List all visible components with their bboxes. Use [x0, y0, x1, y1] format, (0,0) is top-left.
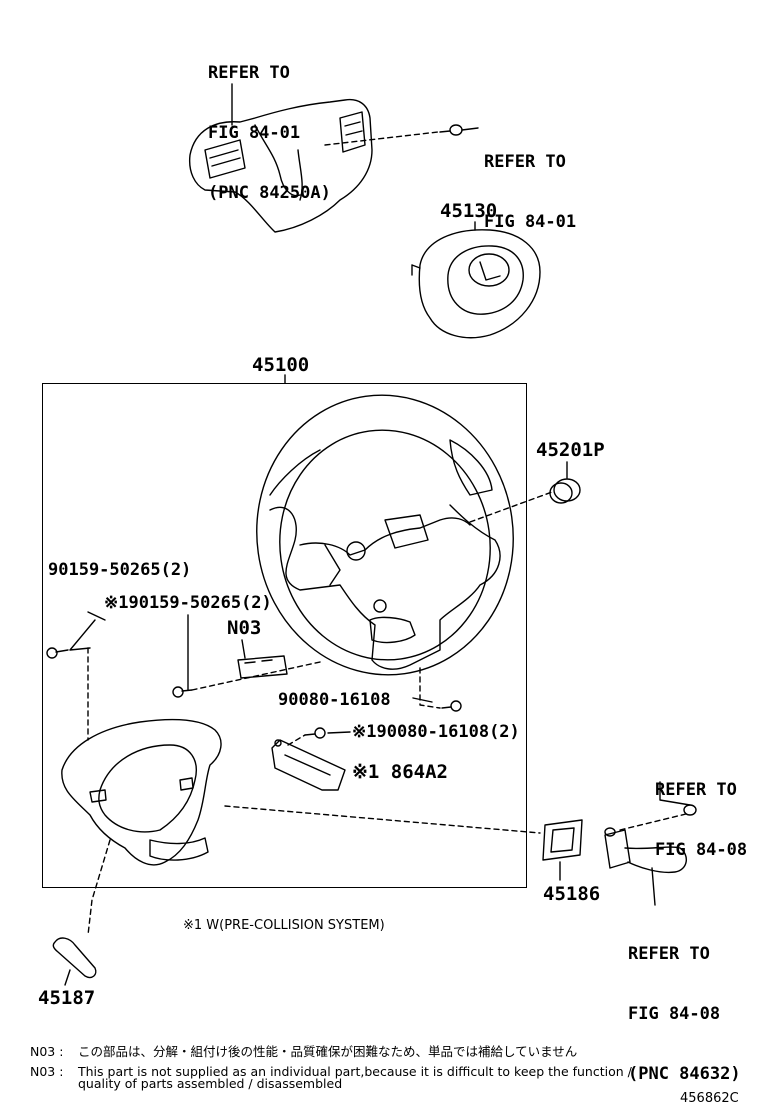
lower-spoke-cover-drawing: [61, 718, 222, 866]
fig-line: FIG 84-01: [484, 212, 577, 232]
part-number-90159-b[interactable]: ※190159-50265(2): [104, 593, 272, 613]
trim-45187-drawing: [52, 937, 97, 979]
part-number-45201P[interactable]: 45201P: [536, 439, 605, 461]
paddle-switch-drawing: [604, 827, 687, 874]
refer-label-top-right: REFER TO FIG 84-01: [484, 112, 576, 252]
part-number-90080-a[interactable]: 90080-16108: [278, 690, 391, 710]
fig-line: FIG 84-01: [208, 123, 301, 143]
connector-N03-drawing: [237, 655, 288, 679]
part-number-45100[interactable]: 45100: [252, 354, 310, 376]
part-number-45186[interactable]: 45186: [543, 883, 601, 905]
steering-wheel-drawing: [256, 394, 514, 676]
note-en-line-1: This part is not supplied as an individu…: [78, 1064, 632, 1079]
screw-90080-a-drawing: [441, 700, 462, 712]
refer-line: REFER TO: [628, 944, 710, 964]
assembly-frame: [42, 383, 527, 888]
refer-line: REFER TO: [655, 780, 737, 800]
note-en-line-2: quality of parts assembled / disassemble…: [78, 1076, 343, 1091]
refer-line: REFER TO: [484, 152, 566, 172]
pnc-line: (PNC 84250A): [208, 183, 331, 203]
switch-45186-drawing: [542, 819, 583, 861]
screw-90080-b-drawing: [304, 727, 326, 739]
pnc-line: (PNC 84632): [628, 1064, 741, 1084]
screw-90159-b-drawing: [172, 686, 193, 698]
note-en-key: N03 :: [30, 1064, 64, 1079]
part-number-45187[interactable]: 45187: [38, 987, 96, 1009]
note-jp-text: この部品は、分解・組付け後の性能・品質確保が困難なため、単品では補給していません: [78, 1044, 578, 1059]
precollision-footnote: ※1 W(PRE-COLLISION SYSTEM): [183, 918, 385, 933]
refer-label-bottom-right: REFER TO FIG 84-08 (PNC 84632): [628, 904, 741, 1104]
refer-line: REFER TO: [208, 63, 290, 83]
screw-90159-a-drawing: [46, 647, 69, 659]
airbag-45130-drawing: [411, 229, 541, 339]
note-jp-key: N03 :: [30, 1044, 64, 1059]
part-number-864A2[interactable]: ※1 864A2: [352, 761, 448, 783]
refer-label-right-mid: REFER TO FIG 84-08: [655, 740, 747, 880]
screw-top-right-drawing: [439, 124, 463, 136]
refer-label-top-left: REFER TO FIG 84-01 (PNC 84250A): [208, 23, 331, 223]
sensor-864A2-drawing: [271, 739, 346, 791]
part-number-N03[interactable]: N03: [227, 617, 262, 639]
fig-line: FIG 84-08: [655, 840, 748, 860]
upper-spoke-cover-drawing: [188, 98, 373, 233]
part-number-90159-a[interactable]: 90159-50265(2): [48, 560, 192, 580]
part-number-45130[interactable]: 45130: [440, 200, 498, 222]
figure-id: 456862C: [680, 1091, 739, 1106]
cap-45201P-drawing: [549, 478, 581, 504]
part-number-90080-b[interactable]: ※190080-16108(2): [352, 722, 520, 742]
fig-line: FIG 84-08: [628, 1004, 721, 1024]
